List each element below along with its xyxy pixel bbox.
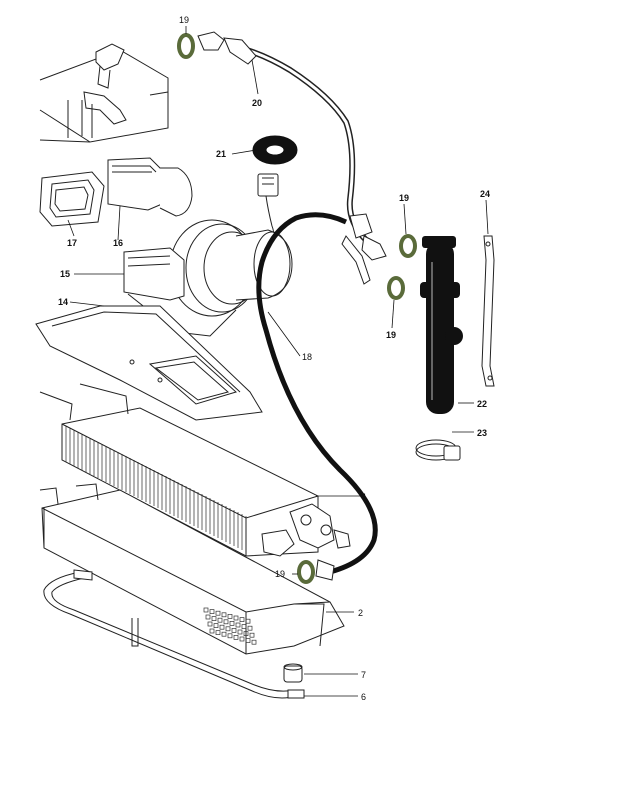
label-23: 23 (477, 428, 487, 438)
o-ring-19-top (177, 33, 195, 59)
o-ring-19-bottom (297, 560, 315, 584)
tray-vent-hole (249, 632, 255, 638)
hose-clamp-23 (415, 439, 461, 461)
tray-vent-hole (243, 631, 249, 636)
tray-vent-hole (231, 628, 237, 633)
lower-tray-2 (39, 483, 345, 655)
o-ring-19-right-lower (387, 276, 405, 300)
tray-vent-hole (229, 621, 235, 626)
tray-vent-hole (213, 623, 219, 628)
tray-vent-hole (245, 618, 251, 624)
tray-vent-hole (237, 629, 243, 635)
label-2: 2 (358, 608, 363, 618)
label-17: 17 (67, 238, 77, 248)
valve-housing (39, 43, 169, 143)
blower-motor-15 (123, 219, 293, 337)
tray-vent-hole (241, 624, 247, 629)
label-19-right-lower: 19 (386, 330, 396, 340)
tray-vent-hole (223, 619, 229, 625)
gasket-17 (39, 171, 105, 227)
label-20: 20 (252, 98, 262, 108)
hose-20 (197, 31, 387, 261)
intake-nozzle-16 (107, 157, 193, 217)
tray-vent-hole (207, 621, 213, 627)
grommet-21 (252, 135, 298, 165)
tray-vent-hole (247, 625, 253, 631)
spacer-7 (283, 663, 303, 683)
hose-18 (256, 212, 378, 581)
core-fins (65, 426, 247, 552)
label-15: 15 (60, 269, 70, 279)
tray-vent-hole (219, 624, 225, 630)
tray-vent-hole (211, 616, 217, 621)
mounting-strap-6 (43, 569, 305, 699)
label-19-bottom: 19 (275, 569, 285, 579)
tray-vent-hole (225, 626, 231, 632)
tray-vent-hole (203, 607, 209, 613)
label-7: 7 (361, 670, 366, 680)
receiver-drier-22 (420, 236, 463, 414)
tray-vent-hole (233, 615, 239, 621)
tray-vent-hole (221, 631, 227, 637)
tray-vent-hole (209, 628, 215, 634)
tray-vent-hole (251, 639, 257, 645)
o-ring-19-right-upper (399, 234, 417, 258)
label-18: 18 (302, 352, 312, 362)
tray-vent-hole (215, 610, 221, 616)
label-22: 22 (477, 399, 487, 409)
tray-vent-hole (233, 635, 239, 640)
tray-vent-holes (203, 607, 257, 645)
tray-vent-hole (205, 614, 211, 620)
label-16: 16 (113, 238, 123, 248)
label-21: 21 (216, 149, 226, 159)
tray-vent-hole (221, 612, 227, 618)
label-14: 14 (58, 297, 68, 307)
bracket-24 (481, 235, 495, 387)
tray-vent-hole (217, 617, 223, 623)
tray-vent-hole (209, 609, 215, 614)
label-19-right-upper: 19 (399, 193, 409, 203)
tray-vent-hole (227, 633, 233, 639)
cover-tray-14 (35, 305, 263, 421)
leader-lines (67, 26, 489, 697)
callout-numbers: 19 20 21 19 24 17 16 15 19 14 18 22 23 1… (58, 15, 490, 702)
label-6: 6 (361, 692, 366, 702)
label-24: 24 (480, 189, 490, 199)
label-1: 1 (362, 492, 367, 502)
tray-vent-hole (239, 617, 245, 622)
tray-vent-hole (239, 636, 245, 642)
evaporator-core-1 (39, 383, 351, 557)
tray-vent-hole (227, 614, 233, 619)
tray-vent-hole (245, 638, 251, 643)
label-19-top: 19 (179, 15, 189, 25)
tray-vent-hole (235, 622, 241, 628)
tray-vent-hole (215, 630, 221, 635)
